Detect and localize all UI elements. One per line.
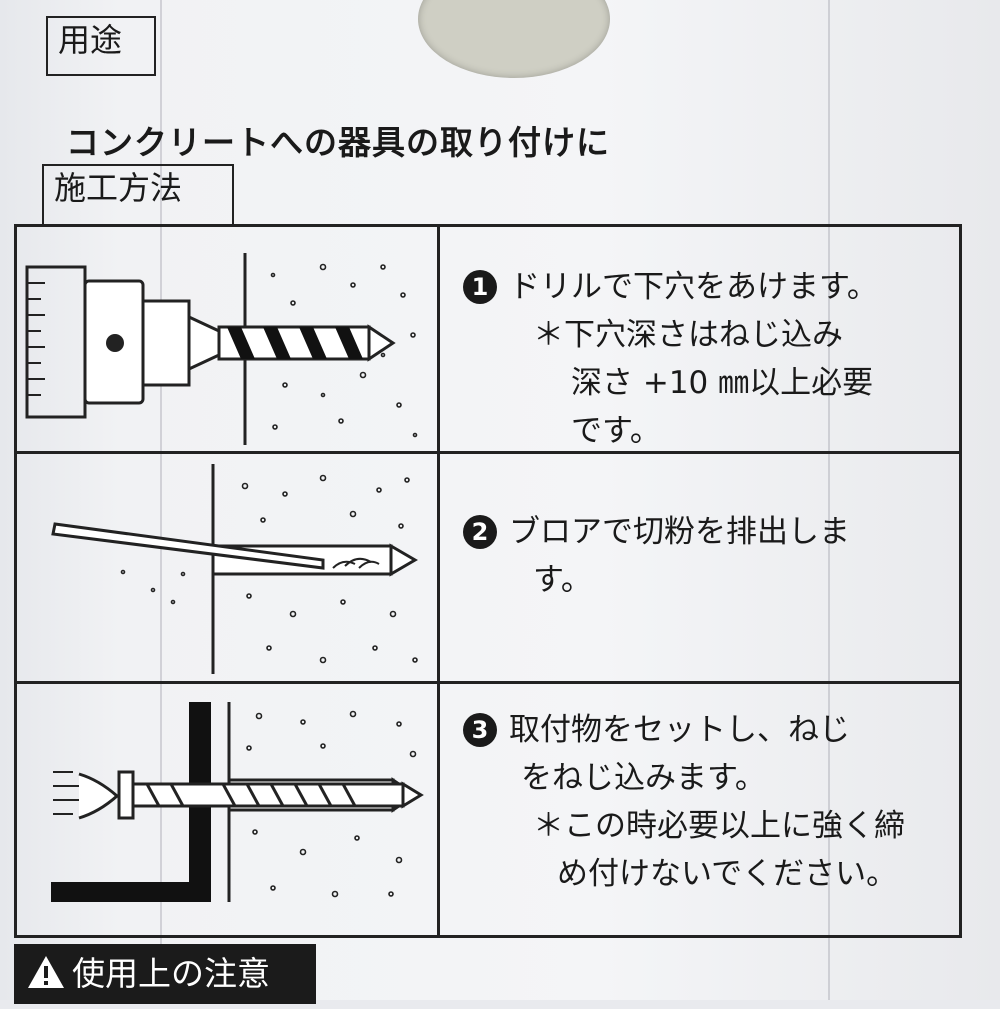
method-label: 施工方法 — [42, 164, 234, 226]
fold-line — [828, 0, 830, 1000]
row-divider — [17, 681, 959, 684]
usage-caution-banner: 使用上の注意 — [14, 944, 316, 1004]
purpose-text: コンクリートへの器具の取り付けに — [66, 123, 610, 162]
step-number-3: 3 — [463, 713, 497, 747]
usage-caution-label: 使用上の注意 — [72, 954, 270, 993]
step-number-1: 1 — [463, 270, 497, 304]
hang-hole — [418, 0, 610, 78]
step-number-2: 2 — [463, 515, 497, 549]
purpose-label: 用途 — [46, 16, 156, 76]
drill-illustration — [23, 245, 431, 445]
fold-line — [160, 0, 162, 1000]
column-divider — [437, 227, 440, 935]
blower-illustration — [23, 464, 431, 674]
row-divider — [17, 451, 959, 454]
screw-illustration — [23, 702, 431, 922]
warning-triangle-icon — [26, 949, 66, 988]
